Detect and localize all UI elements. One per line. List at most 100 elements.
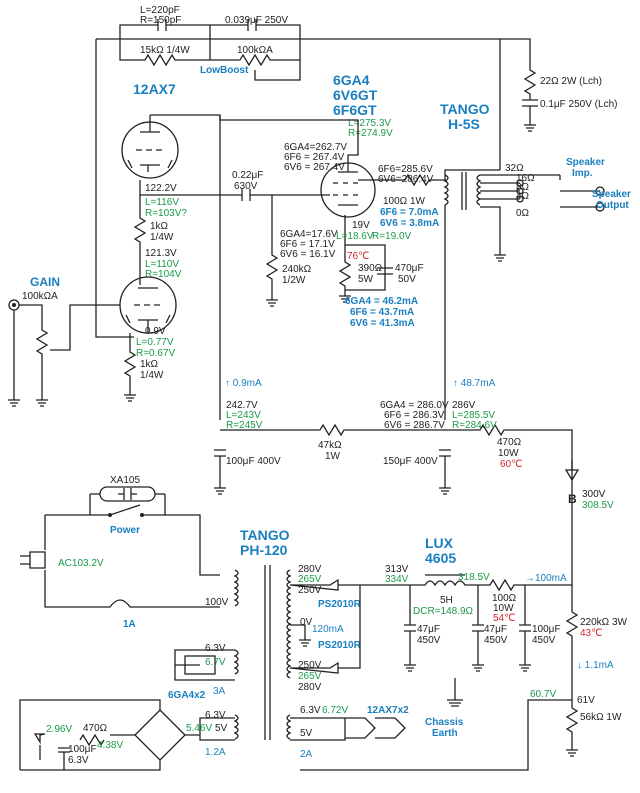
r-390: 390Ω — [358, 263, 383, 274]
r-067: R=0.67V — [136, 348, 176, 359]
v-438: 4.38V — [97, 740, 123, 751]
tube-12ax7-lower — [119, 276, 177, 334]
t-43: 43℃ — [580, 628, 602, 639]
c-220p-label: L=220pF — [140, 5, 180, 16]
v6-2674: 6V6 = 267.4V — [284, 162, 345, 173]
f6-2674: 6F6 = 267.4V — [284, 152, 345, 163]
v-265a: 265V — [298, 574, 322, 585]
gain-label: GAIN — [30, 275, 60, 289]
f6-437: 6F6 = 43.7mA — [350, 307, 414, 318]
r-1k2-w: 1/4W — [140, 370, 164, 381]
c-022: 0.22μF — [232, 170, 263, 181]
chassis-1: Chassis — [425, 717, 464, 728]
f6-171: 6F6 = 17.1V — [280, 239, 335, 250]
c-47a: 47μF — [417, 624, 440, 635]
l-243: L=243V — [226, 410, 261, 421]
power-transformer — [233, 565, 292, 740]
tap-8: 8Ω — [516, 182, 530, 193]
v-61: 61V — [577, 695, 595, 706]
h-67: 6.7V — [205, 657, 226, 668]
lowboost-label: LowBoost — [200, 65, 249, 76]
ps1: PS2010R — [318, 599, 362, 610]
fuse-label: 1A — [123, 619, 136, 630]
l-116: L=116V — [145, 197, 179, 208]
r-56k: 56kΩ 1W — [580, 712, 622, 723]
v6-161: 6V6 = 16.1V — [280, 249, 336, 260]
tap-4: 4Ω — [516, 191, 530, 202]
l-2753: L=275.3V — [348, 118, 391, 129]
v-2427: 242.7V — [226, 400, 258, 411]
tango-ph120-2: PH-120 — [240, 542, 288, 558]
v-250b: 250V — [298, 660, 322, 671]
v6-2864: 6V6=286.4V — [378, 174, 434, 185]
i-100: →100mA — [525, 573, 567, 584]
v6-2867: 6V6 = 286.7V — [384, 420, 445, 431]
i-120: 120mA — [312, 624, 344, 635]
chassis-2: Earth — [432, 728, 458, 739]
v-300: 300V — [582, 489, 606, 500]
v-19: 19V — [352, 220, 370, 231]
r-103: R=103V? — [145, 208, 187, 219]
r-100-1w: 100Ω 1W — [383, 196, 426, 207]
tube-6ga4 — [219, 115, 376, 218]
v-3185: 318.5V — [458, 572, 490, 583]
h-63c: 6.3V — [300, 705, 321, 716]
t-60: 60℃ — [500, 459, 522, 470]
t-54: 54℃ — [493, 613, 515, 624]
output-transformer: 32Ω 16Ω 8Ω 4Ω 0Ω — [443, 163, 605, 420]
r-15k-label: 15kΩ 1/4W — [140, 45, 190, 56]
tango-ph120-1: TANGO — [240, 527, 290, 543]
c-47b-v: 450V — [484, 635, 508, 646]
v-280a: 280V — [298, 564, 322, 575]
power-label: Power — [110, 525, 140, 536]
l-186: L=18.6V — [336, 231, 374, 242]
r-470: 470Ω — [497, 437, 522, 448]
i-09: ↑ 0.9mA — [225, 378, 262, 389]
f6-2856: 6F6=285.6V — [378, 164, 433, 175]
v-250a: 250V — [298, 585, 322, 596]
h-63b: 6.3V — [205, 710, 226, 721]
h-2a: 2A — [300, 749, 313, 760]
r-220k: 220kΩ 3W — [580, 617, 628, 628]
r-390-w: 5W — [358, 274, 374, 285]
h-546: 5.46V — [186, 723, 212, 734]
c-100u63: 100μF — [68, 744, 97, 755]
r-100-10w: 10W — [493, 603, 514, 614]
v-607: 60.7V — [530, 689, 556, 700]
ga4-462: 6GA4 = 46.2mA — [345, 296, 418, 307]
xa105-label: XA105 — [110, 475, 140, 486]
lux-2: 4605 — [425, 550, 456, 566]
r-1k: 1kΩ — [150, 221, 169, 232]
r-100-10: 100Ω — [492, 593, 517, 604]
gain-pot: 100kΩA — [22, 291, 58, 302]
tap-16: 16Ω — [516, 173, 535, 184]
l-2855: L=285.5V — [452, 410, 495, 421]
speaker-out-2: Output — [596, 200, 629, 211]
tube-6v6gt-title: 6V6GT — [333, 87, 378, 103]
c-100b: 100μF — [532, 624, 561, 635]
c-470u-v: 50V — [398, 274, 416, 285]
c-01-label: 0.1μF 250V (Lch) — [540, 99, 617, 110]
sixga4x2: 6GA4x2 — [168, 690, 206, 701]
tube-6ga4-title: 6GA4 — [333, 72, 370, 88]
i-11: ↓ 1.1mA — [577, 660, 614, 671]
r-47k-w: 1W — [325, 451, 341, 462]
c-47a-v: 450V — [417, 635, 441, 646]
v-265b: 265V — [298, 671, 322, 682]
f6-2863: 6F6 = 286.3V — [384, 410, 445, 421]
v-280b: 280V — [298, 682, 322, 693]
mains-input: XA105 Power AC103.2V 1A 100V — [20, 475, 229, 630]
c-630: 630V — [234, 181, 258, 192]
c-470u: 470μF — [395, 263, 424, 274]
c-100u63-v: 6.3V — [68, 755, 89, 766]
l-5h: 5H — [440, 595, 453, 606]
v-313: 313V — [385, 564, 409, 575]
ac-label: AC103.2V — [58, 558, 104, 569]
r-1k2: 1kΩ — [140, 359, 159, 370]
v-286: 286V — [452, 400, 476, 411]
r-240k-w: 1/2W — [282, 275, 306, 286]
tango-h5s-2: H-5S — [448, 116, 480, 132]
r-470b: 470Ω — [83, 723, 108, 734]
c-150u400: 150μF 400V — [383, 456, 438, 467]
v6-38: 6V6 = 3.8mA — [380, 218, 439, 229]
